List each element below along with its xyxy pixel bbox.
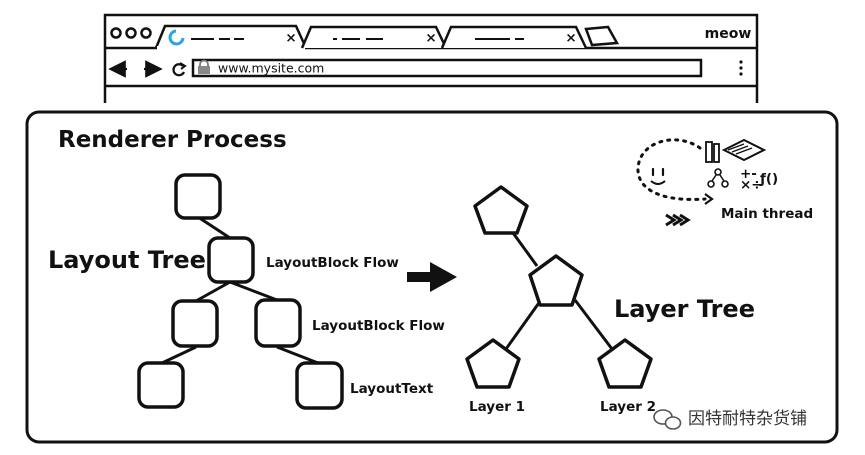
layer-tree-node (465, 338, 521, 389)
lock-icon (198, 59, 210, 74)
maximize-dot-icon[interactable] (140, 27, 152, 39)
node-label-layoutblock-flow: LayoutBlock Flow (312, 318, 445, 334)
tab-close-icon[interactable]: × (425, 30, 436, 46)
tab-close-icon[interactable]: × (565, 30, 576, 46)
layer-tree: Layer Tree Layer 1 Layer 2 (465, 185, 755, 415)
toolbar: www.mysite.com (108, 58, 743, 78)
tab-1[interactable]: × (154, 24, 308, 50)
address-bar[interactable]: www.mysite.com (191, 58, 703, 78)
tab-3[interactable]: × (440, 25, 588, 49)
layer-label: Layer 1 (469, 399, 525, 415)
minimize-dot-icon[interactable] (125, 27, 137, 39)
layout-tree-node (207, 236, 255, 284)
layout-tree: Layout Tree LayoutBlock Flow LayoutBlock… (48, 173, 445, 410)
layout-tree-node (254, 298, 302, 348)
node-label-layoutblock-flow: LayoutBlock Flow (266, 255, 399, 271)
panel-title: Renderer Process (58, 127, 287, 153)
reload-icon[interactable] (172, 62, 187, 77)
new-tab-button[interactable] (584, 25, 620, 47)
close-dot-icon[interactable] (110, 27, 122, 39)
node-label-layouttext: LayoutText (350, 381, 434, 397)
tab-2[interactable]: × (300, 25, 448, 49)
url-text: www.mysite.com (218, 61, 324, 76)
layout-tree-node (174, 173, 222, 220)
layout-tree-title: Layout Tree (48, 246, 206, 274)
layout-tree-node (171, 299, 219, 348)
menu-kebab-icon[interactable] (739, 60, 743, 76)
function-icon: ƒ() (759, 171, 778, 187)
layer-tree-node (473, 185, 529, 235)
browser-brand: meow (705, 26, 752, 42)
layout-tree-node (295, 361, 344, 410)
watermark-text: 因特耐特杂货铺 (688, 409, 807, 429)
tab-close-icon[interactable]: × (285, 30, 296, 46)
layer-tree-title: Layer Tree (614, 295, 755, 323)
wechat-icon (653, 409, 682, 430)
loading-spinner-icon (168, 29, 185, 46)
browser-window: × × × meow (103, 13, 759, 103)
main-thread-label: Main thread (721, 206, 813, 222)
transform-arrow-icon (407, 262, 457, 292)
layout-tree-edges (161, 215, 319, 365)
watermark: 因特耐特杂货铺 (653, 409, 807, 430)
layer-label: Layer 2 (600, 399, 656, 415)
layout-tree-node (137, 361, 185, 409)
thread-loop-icon (636, 138, 714, 205)
tab-strip: × × × (154, 24, 620, 50)
task-icons: +- ×÷ ƒ() (705, 138, 778, 193)
layer-tree-node (597, 338, 653, 389)
math-ops-icon: +- (740, 166, 757, 182)
layer-tree-node (528, 254, 584, 307)
window-controls[interactable] (110, 27, 152, 39)
main-thread-illustration: +- ×÷ ƒ() Main thread (636, 138, 813, 227)
math-ops-icon: ×÷ (740, 177, 763, 193)
chevrons-icon (665, 213, 691, 227)
